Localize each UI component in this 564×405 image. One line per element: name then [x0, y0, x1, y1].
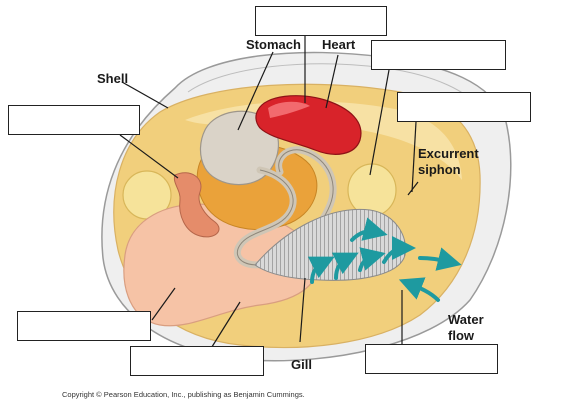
blank-label-box-top[interactable]	[255, 6, 387, 36]
mouth	[173, 172, 220, 238]
posterior-adductor-muscle	[347, 163, 397, 217]
label-excurrent-siphon-line1: Excurrent	[418, 146, 479, 161]
blank-label-box-bottom-right[interactable]	[365, 344, 498, 374]
label-stomach: Stomach	[246, 37, 301, 52]
blank-label-box-bottom-center[interactable]	[130, 346, 264, 376]
label-water-flow-line2: flow	[448, 328, 474, 343]
label-heart: Heart	[322, 37, 356, 52]
blank-label-box-lower-left[interactable]	[17, 311, 151, 341]
label-gill: Gill	[291, 357, 312, 372]
water-flow-arrows	[307, 217, 462, 302]
shell-inner-rim	[187, 63, 481, 111]
blank-label-box-left[interactable]	[8, 105, 140, 135]
blank-label-box-upper-right[interactable]	[371, 40, 506, 70]
heart-highlight	[268, 101, 310, 118]
leader-lines	[119, 36, 419, 351]
blank-label-box-right[interactable]	[397, 92, 531, 122]
copyright-text: Copyright © Pearson Education, Inc., pub…	[62, 390, 305, 399]
label-excurrent-siphon-line2: siphon	[418, 162, 461, 177]
label-shell: Shell	[97, 71, 129, 86]
stomach	[199, 110, 280, 186]
label-water-flow-line1: Water	[448, 312, 484, 327]
